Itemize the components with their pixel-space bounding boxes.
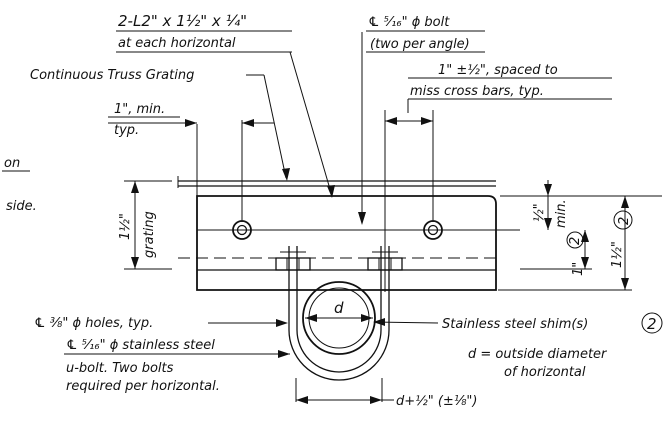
- one-inch-note-label: 1": [571, 262, 586, 276]
- holes-label: ℄ ⅜" ϕ holes, typ.: [34, 316, 153, 331]
- left-partial-note: on side.: [2, 156, 37, 214]
- u-bolt-label-line3: required per horizontal.: [66, 379, 220, 394]
- side-label: side.: [6, 199, 37, 214]
- angle-label-line1: 2-L2" x 1½" x ¼": [118, 12, 247, 30]
- grating-height-sublabel: grating: [142, 211, 157, 258]
- on-label: on: [4, 156, 20, 171]
- holes-callout: ℄ ⅜" ϕ holes, typ.: [34, 316, 288, 331]
- bolt-label-line1: ℄ ⁵⁄₁₆" ϕ bolt: [368, 15, 450, 30]
- min-callout: 1", min. typ.: [108, 102, 180, 138]
- spacing-label-line2: miss cross bars, typ.: [410, 84, 544, 99]
- min-label-line2: typ.: [114, 123, 139, 138]
- one-inch-note-dimension: 1" 2: [520, 230, 592, 276]
- one-inch-note-circle: 2: [568, 237, 583, 245]
- u-bolt-left-leg: [275, 246, 311, 330]
- bolt-hole-left: [232, 220, 252, 240]
- angle-callout: 2-L2" x 1½" x ¼" at each horizontal: [116, 12, 335, 198]
- u-bolt-label-line2: u-bolt. Two bolts: [66, 361, 174, 376]
- angle-plate: [196, 195, 520, 291]
- shim-label: Stainless steel shim(s): [442, 317, 588, 332]
- half-min-sublabel: min.: [554, 199, 569, 228]
- angle-label-line2: at each horizontal: [118, 36, 236, 51]
- one-half-note-label: 1½": [610, 241, 625, 268]
- u-bolt-bend: [288, 329, 390, 381]
- grating-height-dimension: 1½" grating: [118, 180, 172, 270]
- d-definition: d = outside diameter of horizontal: [468, 347, 608, 380]
- half-inch-min-dimension: ½" min.: [500, 180, 662, 230]
- d-plus-half-dimension: d+½" (±⅛"): [296, 394, 477, 409]
- d-plus-half-label: d+½" (±⅛"): [396, 394, 477, 409]
- d-definition-line2: of horizontal: [504, 365, 586, 380]
- horizontal-pipe: d: [302, 281, 376, 355]
- shim-note-circle: 2: [647, 315, 657, 333]
- u-bolt-bend-inner: [296, 329, 382, 373]
- bolt-label-line2: (two per angle): [370, 37, 470, 52]
- spacing-callout: 1" ±½", spaced to miss cross bars, typ.: [407, 63, 612, 113]
- u-bolt-callout: ℄ ⁵⁄₁₆" ϕ stainless steel u-bolt. Two bo…: [64, 338, 290, 394]
- u-bolt-label-line1: ℄ ⁵⁄₁₆" ϕ stainless steel: [66, 338, 215, 353]
- bolt-hole-right: [423, 220, 443, 240]
- one-half-note-circle: 2: [617, 217, 632, 225]
- half-min-label: ½": [532, 203, 547, 222]
- u-bolt-right-leg: [367, 246, 403, 330]
- d-label: d: [334, 299, 344, 317]
- one-inch-min-dimension: [108, 119, 274, 222]
- grating-callout: Continuous Truss Grating: [30, 68, 290, 181]
- grating-label: Continuous Truss Grating: [30, 68, 194, 83]
- grating-height-label: 1½": [118, 213, 133, 240]
- shim-callout: Stainless steel shim(s) 2: [373, 312, 663, 334]
- spacing-dimension: [384, 110, 434, 292]
- spacing-label-line1: 1" ±½", spaced to: [438, 63, 558, 78]
- u-bolt-bottom-line: [295, 378, 383, 402]
- grating-body: [177, 176, 496, 259]
- min-label-line1: 1", min.: [114, 102, 165, 117]
- d-definition-line1: d = outside diameter: [468, 347, 608, 362]
- one-half-note-dimension: 1½" 2: [498, 196, 633, 291]
- bolt-callout: ℄ ⁵⁄₁₆" ϕ bolt (two per angle): [358, 15, 485, 225]
